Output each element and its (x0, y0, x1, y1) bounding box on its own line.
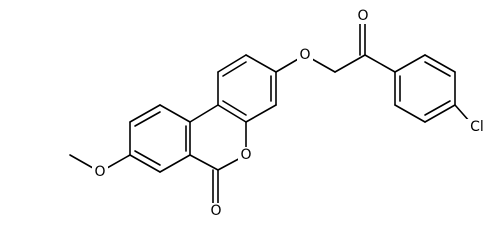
ring-c-bonds (129, 104, 191, 173)
methoxy-oxygen-label: O (94, 164, 105, 180)
ether-oxygen-label: O (299, 47, 310, 63)
chlorine-label: Cl (470, 119, 484, 135)
lactone-carbonyl-oxygen-label: O (210, 203, 221, 219)
atom-labels: O O O O O Cl (92, 8, 489, 219)
ring-a-bonds (217, 54, 277, 123)
lactone-carbonyl-bonds (212, 169, 219, 207)
ketone-oxygen-label: O (357, 8, 368, 24)
ketone-carbonyl-bonds (359, 19, 366, 56)
ether-linker-bonds (275, 54, 366, 73)
ring-b-bonds (189, 104, 247, 171)
lactone-ring-oxygen-label: O (240, 147, 251, 163)
ring-d-bonds (364, 54, 456, 123)
